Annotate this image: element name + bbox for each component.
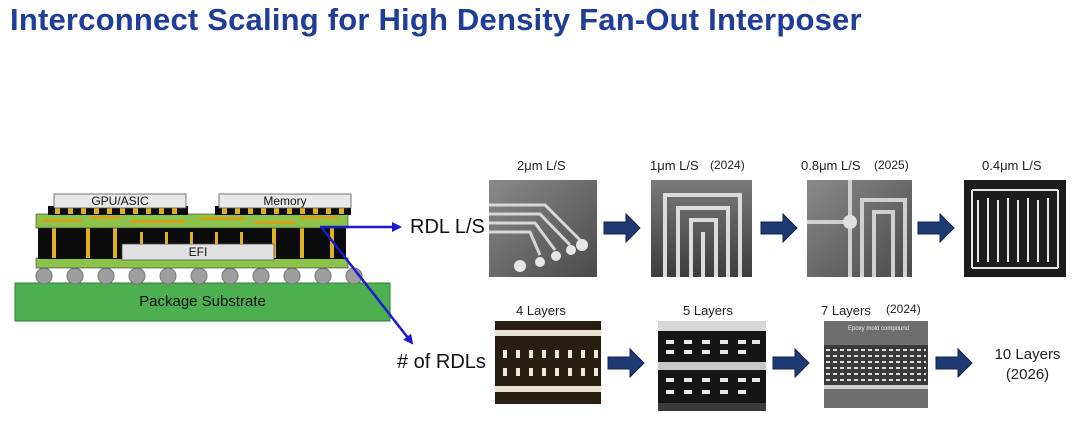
arrow-r1-1 bbox=[603, 212, 641, 244]
package-cross-section bbox=[14, 193, 391, 322]
step-year-7-layers: (2024) bbox=[886, 302, 921, 316]
final-step-year: (2026) bbox=[1005, 366, 1050, 383]
step-label-7-layers: 7 Layers bbox=[821, 303, 871, 318]
xsection-image-5-layers bbox=[658, 321, 766, 411]
xsection-image-4-layers bbox=[495, 321, 601, 404]
sem-image-0-8um bbox=[807, 180, 912, 277]
sem-image-0-4um bbox=[964, 180, 1066, 277]
rdl-ls-label: RDL L/S bbox=[410, 216, 485, 238]
arrow-r1-3 bbox=[917, 212, 955, 244]
step-year-1um: (2024) bbox=[710, 158, 745, 172]
step-label-5-layers: 5 Layers bbox=[683, 303, 733, 318]
memory-die bbox=[218, 193, 352, 209]
page-title: Interconnect Scaling for High Density Fa… bbox=[10, 2, 862, 37]
memory-label: Memory bbox=[263, 194, 307, 208]
package-substrate bbox=[14, 282, 391, 322]
arrow-r2-3 bbox=[935, 347, 973, 379]
step-label-0-4um: 0.4μm L/S bbox=[982, 158, 1042, 173]
step-label-0-8um: 0.8μm L/S bbox=[801, 158, 861, 173]
arrow-r1-2 bbox=[760, 212, 798, 244]
step-label-2um: 2μm L/S bbox=[517, 158, 566, 173]
final-step-layers: 10 Layers bbox=[994, 346, 1061, 363]
arrow-to-num-rdls bbox=[321, 227, 414, 345]
xsection-image-7-layers bbox=[824, 321, 928, 408]
step-label-1um: 1μm L/S bbox=[650, 158, 699, 173]
efi-bridge bbox=[121, 243, 275, 261]
gpu-asic-die bbox=[53, 193, 187, 209]
efi-label: EFI bbox=[188, 245, 208, 259]
final-step-label: 10 Layers (2026) bbox=[985, 345, 1070, 385]
arrow-r2-1 bbox=[607, 347, 645, 379]
num-rdls-label: # of RDLs bbox=[397, 351, 486, 373]
step-year-0-8um: (2025) bbox=[874, 158, 909, 172]
c4-bumps bbox=[35, 267, 363, 285]
arrow-r2-2 bbox=[772, 347, 810, 379]
progression-arrows bbox=[603, 212, 973, 379]
sem-caption: Epoxy mold compound bbox=[848, 326, 910, 332]
sem-image-1um bbox=[651, 180, 752, 277]
substrate-label: Package Substrate bbox=[139, 293, 266, 310]
step-label-4-layers: 4 Layers bbox=[516, 303, 566, 318]
gpu-asic-label: GPU/ASIC bbox=[91, 194, 149, 208]
sem-image-2um bbox=[489, 180, 597, 277]
